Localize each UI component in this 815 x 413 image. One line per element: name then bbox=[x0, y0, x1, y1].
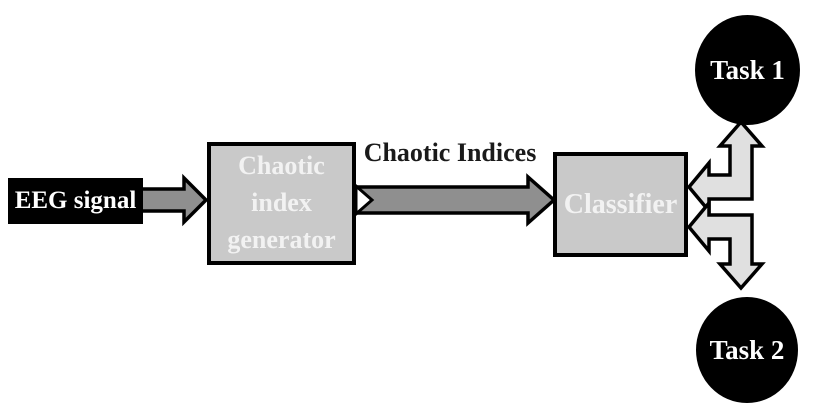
arrow-classifier-task1 bbox=[686, 119, 766, 216]
arrow-classifier-task2 bbox=[686, 198, 766, 291]
node-task-1-label: Task 1 bbox=[710, 54, 785, 85]
edge-label-chaotic-indices: Chaotic Indices bbox=[363, 138, 537, 167]
node-chaotic-index-generator: Chaotic index generator bbox=[207, 142, 356, 265]
node-eeg-signal: EEG signal bbox=[8, 178, 143, 224]
node-eeg-signal-label: EEG signal bbox=[14, 187, 137, 214]
node-classifier-label: Classifier bbox=[563, 188, 678, 220]
node-classifier: Classifier bbox=[553, 152, 688, 257]
arrow-tail-chevron-icon bbox=[354, 182, 375, 218]
node-task-1: Task 1 bbox=[695, 15, 800, 125]
arrow-eeg-to-generator bbox=[137, 173, 209, 227]
arrow-generator-to-classifier bbox=[353, 173, 557, 227]
node-chaotic-index-generator-label: Chaotic index generator bbox=[227, 151, 336, 254]
node-task-2-label: Task 2 bbox=[709, 334, 785, 365]
node-task-2: Task 2 bbox=[696, 297, 798, 403]
